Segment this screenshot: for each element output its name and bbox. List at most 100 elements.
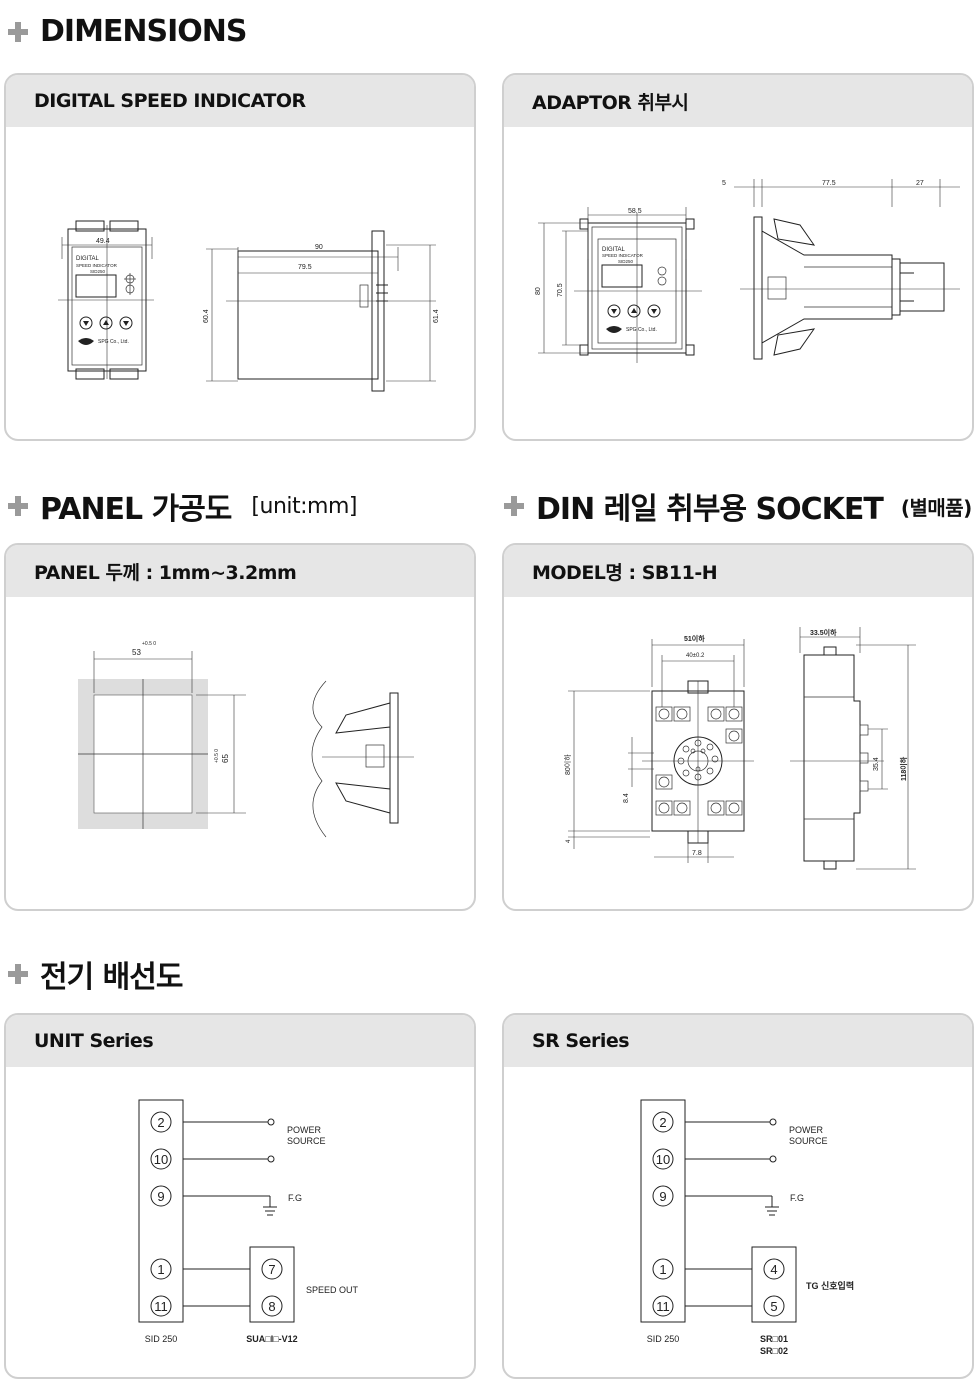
adaptor-display [601,264,643,288]
plus-icon [8,496,28,516]
indicator-logo [78,338,94,345]
adaptor-front-text-3: SID250 [618,259,634,264]
cutout-side-clip-top [335,702,391,734]
adaptor-side-clip-bottom [773,328,816,356]
sr-fg-label: F.G [790,1193,804,1203]
socket-dim-4: 4 [566,839,572,843]
svg-text:9: 9 [659,1189,666,1204]
socket-side-body [803,654,861,862]
svg-text:11: 11 [656,1299,670,1314]
indicator-front-text-2: SPEED INDICATOR [76,263,118,268]
socket-d-max: 33.5이하 [810,628,837,637]
section-socket: DIN 레일 취부용 SOCKET (별매품) [504,484,972,528]
unit-speed-out-label: SPEED OUT [306,1285,359,1295]
cutout-height-tol: +0.5 0 [214,749,220,763]
adaptor-height-outer: 80 [535,287,542,295]
adaptor-button-2 [627,304,641,318]
adaptor-company: SPG Co., Ltd. [626,327,657,333]
section-panel: PANEL 가공도 [unit:mm] [8,484,357,528]
indicator-display [75,274,117,298]
cutout-panel-curve [311,680,327,838]
sr-terminal-block [640,1099,686,1323]
sr-terminal-2: 2 [652,1111,674,1133]
svg-text:5: 5 [770,1299,777,1314]
indicator-clip-top-left [75,220,105,232]
indicator-front-text-3: SID250 [90,269,106,274]
sr-terminal-5: 5 [763,1295,785,1317]
adaptor-side-clip-top [773,218,816,246]
indicator-panel-title: DIGITAL SPEED INDICATOR [6,75,474,127]
sr-tg-label: TG 신호입력 [806,1280,854,1291]
unit-fg-label: F.G [288,1193,302,1203]
adaptor-button-1 [607,304,621,318]
socket-screws [655,706,743,816]
unit-power-label-1: POWER [287,1125,322,1135]
unit-power-terminal-a [267,1118,275,1126]
socket-dim-78: 7.8 [692,850,702,857]
svg-text:10: 10 [154,1152,168,1167]
unit-terminal-9: 9 [150,1185,172,1207]
cutout-panel-title: PANEL 두께 : 1mm~3.2mm [6,545,474,597]
cutout-height: 65 [221,754,230,763]
adaptor-height-inner: 70.5 [557,283,564,297]
indicator-button-2 [99,316,113,330]
svg-text:10: 10 [656,1152,670,1167]
cutout-side-clip-bottom [335,782,391,814]
sr-power-label-1: POWER [789,1125,824,1135]
svg-text:9: 9 [157,1189,164,1204]
svg-text:11: 11 [154,1299,168,1314]
svg-text:2: 2 [157,1115,164,1130]
sr-panel-title: SR Series [504,1015,972,1067]
indicator-front-width: 49.4 [96,238,110,245]
sr-power-terminal-b [769,1155,777,1163]
section-socket-note: (별매품) [900,495,972,520]
unit-power-terminal-b [267,1155,275,1163]
indicator-button-3 [119,316,133,330]
sr-left-label: SID 250 [647,1334,680,1344]
indicator-clip-bottom-right [109,368,139,380]
adaptor-side-socket [900,262,945,312]
plus-icon [8,21,28,42]
indicator-length-body: 79.5 [298,264,312,271]
cutout-side-flange [389,692,399,824]
unit-output-block [249,1246,295,1323]
sr-terminal-9: 9 [652,1185,674,1207]
unit-right-label: SUA□I□-V12 [246,1334,297,1344]
indicator-clip-bottom-left [75,368,105,380]
adaptor-dim-775: 77.5 [822,180,836,187]
indicator-drawing: DIGITAL SPEED INDICATOR SID250 SPG Co., … [58,220,440,392]
sr-right-label-1: SR□01 [760,1334,788,1344]
unit-panel: UNIT Series 2 10 9 1 11 7 8 POWER SOURCE… [4,1013,476,1379]
cutout-drawing: 53 +0.5 0 65 +0.5 0 [78,641,414,838]
sr-panel: SR Series 2 10 9 1 11 4 5 POWER SOURCE F… [502,1013,974,1379]
section-wiring-title: 전기 배선도 [40,960,183,995]
svg-text:4: 4 [770,1262,777,1277]
adaptor-side-body [761,230,893,344]
unit-panel-title: UNIT Series [6,1015,474,1067]
indicator-side-body [237,250,379,380]
indicator-height-right: 61.4 [433,309,440,323]
unit-left-label: SID 250 [145,1334,178,1344]
sr-terminal-11: 11 [652,1295,674,1317]
indicator-side-clip [371,230,385,392]
section-panel-title: PANEL 가공도 [40,492,232,527]
unit-terminal-block [138,1099,184,1323]
sr-terminal-1: 1 [652,1258,674,1280]
adaptor-logo [606,326,622,333]
plus-icon [504,496,524,516]
adaptor-panel-title: ADAPTOR 취부시 [504,75,972,127]
adaptor-dim-5: 5 [722,180,726,187]
sr-wiring-diagram: 2 10 9 1 11 4 5 POWER SOURCE F.G TG 신호입력… [640,1099,854,1356]
unit-terminal-11: 11 [150,1295,172,1317]
section-panel-unit: [unit:mm] [251,493,357,519]
sr-input-block [751,1246,797,1323]
socket-panel: MODEL명 : SB11-H [502,543,974,911]
sr-power-label-2: SOURCE [789,1136,828,1146]
unit-terminal-10: 10 [150,1148,172,1170]
svg-text:1: 1 [659,1262,666,1277]
unit-terminal-1: 1 [150,1258,172,1280]
adaptor-dim-27: 27 [916,180,924,187]
cutout-panel: PANEL 두께 : 1mm~3.2mm 53 +0.5 0 65 +0.5 0 [4,543,476,911]
adaptor-front-width: 58.5 [628,208,642,215]
socket-dim-84: 8.4 [623,793,630,803]
